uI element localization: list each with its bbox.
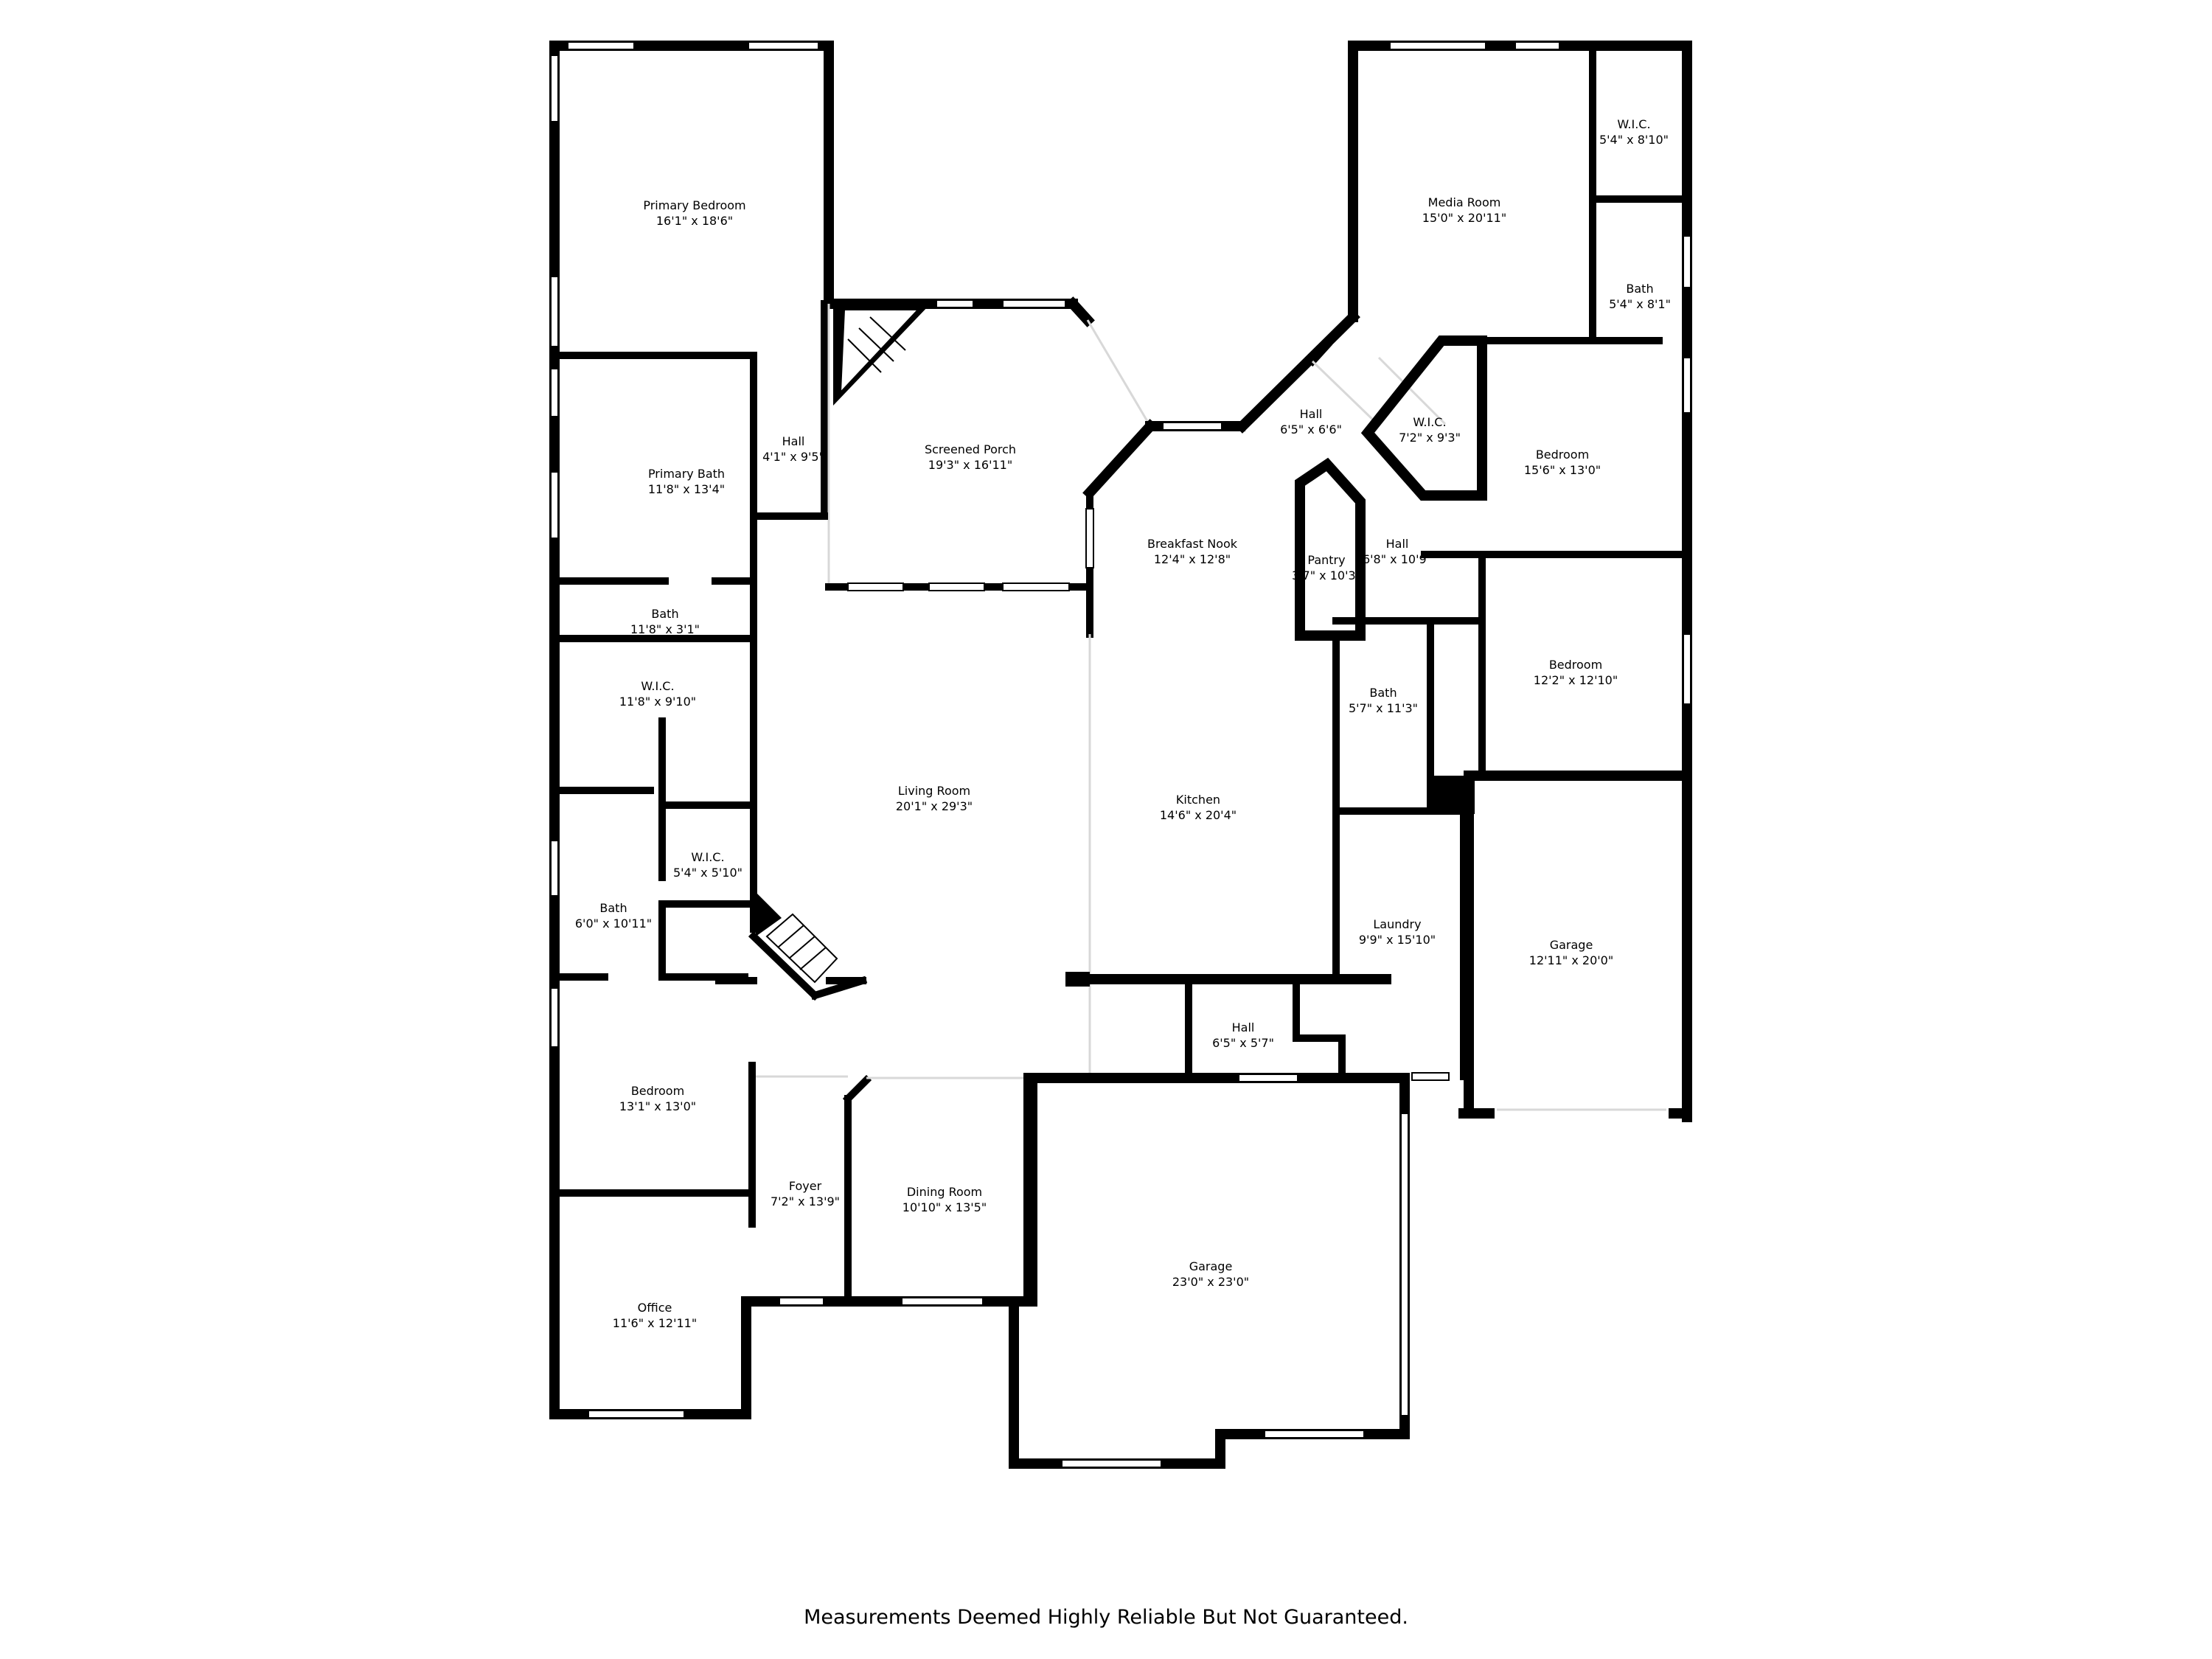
room-label: Primary Bedroom 16'1" x 18'6"	[643, 198, 745, 228]
svg-text:6'8" x 10'9": 6'8" x 10'9"	[1363, 552, 1432, 566]
main-garage-walls	[1009, 1073, 1410, 1469]
svg-text:Pantry: Pantry	[1307, 553, 1345, 567]
svg-text:Bath: Bath	[1369, 686, 1397, 700]
svg-text:Bath: Bath	[599, 901, 627, 915]
svg-text:11'8" x 9'10": 11'8" x 9'10"	[619, 695, 696, 709]
svg-text:Media Room: Media Room	[1428, 195, 1501, 209]
svg-text:Office: Office	[638, 1301, 672, 1315]
svg-text:16'1" x 18'6": 16'1" x 18'6"	[656, 214, 733, 228]
svg-text:4'1" x 9'5": 4'1" x 9'5"	[762, 450, 824, 464]
svg-text:W.I.C.: W.I.C.	[691, 850, 724, 864]
svg-text:Primary Bedroom: Primary Bedroom	[643, 198, 745, 212]
left-wing-windows	[550, 41, 824, 1419]
right-wing-windows	[1389, 41, 1691, 1081]
disclaimer-footer: Measurements Deemed Highly Reliable But …	[804, 1606, 1408, 1629]
svg-text:9'9" x 15'10": 9'9" x 15'10"	[1359, 933, 1436, 947]
living-fireplace	[748, 892, 868, 1001]
svg-text:Primary Bath: Primary Bath	[648, 467, 725, 481]
left-wing-walls	[549, 41, 853, 1419]
svg-text:5'4" x 8'1": 5'4" x 8'1"	[1609, 297, 1671, 311]
svg-text:12'2" x 12'10": 12'2" x 12'10"	[1534, 673, 1618, 687]
svg-text:11'8" x 13'4": 11'8" x 13'4"	[648, 482, 725, 496]
svg-text:Hall: Hall	[1232, 1020, 1255, 1034]
svg-text:Bath: Bath	[1626, 282, 1653, 296]
svg-text:Screened Porch: Screened Porch	[925, 442, 1016, 456]
svg-text:5'4" x 5'10": 5'4" x 5'10"	[673, 866, 742, 880]
svg-text:Bedroom: Bedroom	[1549, 658, 1602, 672]
room-label: Screened Porch 19'3" x 16'11"	[925, 442, 1016, 472]
room-label: Bath 6'0" x 10'11"	[575, 901, 652, 931]
room-label: Hall 6'5" x 5'7"	[1212, 1020, 1274, 1050]
svg-text:3'7" x 10'3": 3'7" x 10'3"	[1292, 568, 1361, 582]
svg-text:Garage: Garage	[1189, 1259, 1233, 1273]
svg-text:Hall: Hall	[782, 434, 805, 448]
center-windows	[847, 299, 1222, 1306]
svg-text:7'2" x 9'3": 7'2" x 9'3"	[1399, 431, 1461, 445]
svg-text:Bedroom: Bedroom	[1536, 448, 1589, 462]
svg-text:6'0" x 10'11": 6'0" x 10'11"	[575, 917, 652, 931]
svg-text:Foyer: Foyer	[789, 1179, 822, 1193]
svg-text:5'7" x 11'3": 5'7" x 11'3"	[1349, 701, 1418, 715]
svg-text:19'3" x 16'11": 19'3" x 16'11"	[928, 458, 1012, 472]
svg-text:15'0" x 20'11": 15'0" x 20'11"	[1422, 211, 1506, 225]
room-label: Hall 4'1" x 9'5"	[762, 434, 824, 464]
svg-text:15'6" x 13'0": 15'6" x 13'0"	[1524, 463, 1601, 477]
svg-text:Bedroom: Bedroom	[631, 1084, 684, 1098]
svg-text:11'8" x 3'1": 11'8" x 3'1"	[630, 622, 700, 636]
svg-text:W.I.C.: W.I.C.	[1413, 415, 1446, 429]
svg-text:Garage: Garage	[1550, 938, 1593, 952]
svg-text:6'5" x 6'6": 6'5" x 6'6"	[1280, 422, 1342, 437]
svg-text:Laundry: Laundry	[1373, 917, 1421, 931]
room-label: W.I.C. 5'4" x 5'10"	[673, 850, 742, 880]
svg-text:W.I.C.: W.I.C.	[641, 679, 674, 693]
svg-text:Dining Room: Dining Room	[907, 1185, 982, 1199]
porch-fireplace	[833, 304, 931, 406]
svg-text:Hall: Hall	[1300, 407, 1323, 421]
svg-text:Breakfast Nook: Breakfast Nook	[1147, 537, 1238, 551]
room-label: W.I.C. 11'8" x 9'10"	[619, 679, 696, 709]
svg-text:Bath: Bath	[651, 607, 678, 621]
room-label: Garage 23'0" x 23'0"	[1172, 1259, 1249, 1289]
room-label: Laundry 9'9" x 15'10"	[1359, 917, 1436, 947]
svg-text:W.I.C.: W.I.C.	[1617, 117, 1650, 131]
room-label: Media Room 15'0" x 20'11"	[1422, 195, 1506, 225]
svg-text:11'6" x 12'11": 11'6" x 12'11"	[613, 1316, 697, 1330]
svg-text:Kitchen: Kitchen	[1176, 793, 1220, 807]
svg-text:5'4" x 8'10": 5'4" x 8'10"	[1599, 133, 1669, 147]
svg-text:12'11" x 20'0": 12'11" x 20'0"	[1529, 953, 1613, 967]
svg-text:23'0" x 23'0": 23'0" x 23'0"	[1172, 1275, 1249, 1289]
svg-text:Living Room: Living Room	[898, 784, 970, 798]
svg-text:Hall: Hall	[1386, 537, 1409, 551]
room-label: W.I.C. 7'2" x 9'3"	[1399, 415, 1461, 445]
svg-text:6'5" x 5'7": 6'5" x 5'7"	[1212, 1036, 1274, 1050]
svg-text:13'1" x 13'0": 13'1" x 13'0"	[619, 1099, 696, 1113]
room-label: W.I.C. 5'4" x 8'10"	[1599, 117, 1669, 147]
svg-text:10'10" x 13'5": 10'10" x 13'5"	[902, 1200, 987, 1214]
room-labels: Primary Bedroom 16'1" x 18'6" Hall 4'1" x …	[575, 117, 1671, 1330]
svg-text:12'4" x 12'8": 12'4" x 12'8"	[1154, 552, 1231, 566]
svg-text:7'2" x 13'9": 7'2" x 13'9"	[771, 1194, 840, 1208]
svg-text:20'1" x 29'3": 20'1" x 29'3"	[896, 799, 973, 813]
svg-text:14'6" x 20'4": 14'6" x 20'4"	[1160, 808, 1237, 822]
